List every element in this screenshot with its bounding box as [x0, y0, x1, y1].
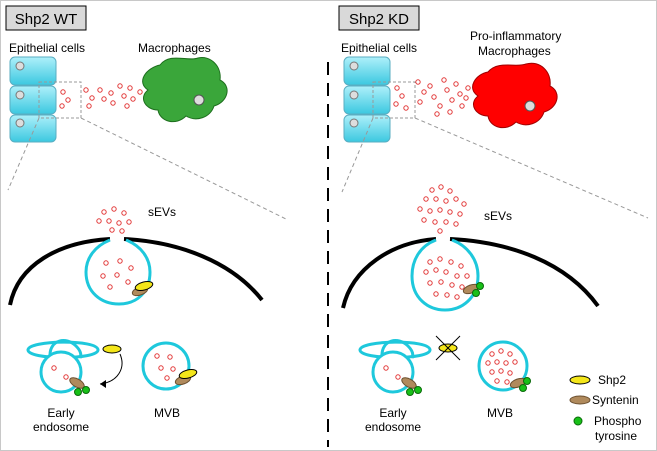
legend-syntenin-swatch	[569, 395, 591, 405]
macrophages-label-kd-1: Pro-inflammatory	[470, 29, 561, 43]
legend: Shp2 Syntenin Phospho tyrosine	[569, 373, 642, 443]
sevs-label-wt: sEVs	[148, 205, 176, 219]
fusing-mvb-wt	[84, 238, 152, 306]
epithelial-cells-wt	[9, 56, 57, 143]
macrophage-wt	[142, 57, 228, 123]
recruitment-arrow-wt	[99, 353, 123, 385]
macrophage-nucleus-wt	[193, 94, 205, 106]
macrophage-nucleus-kd	[524, 100, 536, 112]
mvb-kd	[477, 340, 531, 392]
plasma-membrane-wt	[8, 237, 111, 306]
panel-title-kd: Shp2 KD	[349, 11, 409, 28]
sevs-label-kd: sEVs	[484, 209, 512, 223]
title-box-kd	[338, 5, 420, 31]
mvb-label-wt: MVB	[154, 406, 180, 420]
legend-phospho-label-1: Phospho	[594, 414, 642, 428]
sevs-cluster-wt	[96, 206, 132, 234]
epithelial-cells-label-wt: Epithelial cells	[9, 41, 85, 55]
early-endosome-wt	[26, 339, 100, 396]
legend-phospho-label-2: tyrosine	[595, 429, 637, 443]
sevs-cluster-kd	[417, 184, 467, 234]
shp2-knockdown-cross	[435, 335, 461, 361]
panel-shp2-kd: Shp2 KD Epithelial cells Pro-inflammator…	[338, 5, 649, 434]
panel-shp2-wt: Shp2 WT Epithelial cells Macrophages	[5, 5, 289, 434]
epithelial-cells-label-kd: Epithelial cells	[341, 41, 417, 55]
early-endosome-label-kd-1: Early	[379, 406, 406, 420]
title-box-wt	[5, 5, 87, 31]
legend-shp2-label: Shp2	[598, 373, 626, 387]
fusing-mvb-kd	[410, 238, 480, 312]
vesicle-stream-wt	[59, 83, 143, 109]
legend-phospho-swatch	[573, 416, 583, 426]
macrophages-label-wt: Macrophages	[138, 41, 211, 55]
early-endosome-kd	[358, 339, 432, 396]
early-endosome-label-kd-2: endosome	[365, 420, 421, 434]
zoom-box-kd	[372, 81, 416, 119]
macrophage-kd	[472, 62, 558, 129]
plasma-membrane-kd	[341, 237, 437, 309]
shp2-wt-free	[102, 344, 122, 354]
panel-title-wt: Shp2 WT	[15, 11, 78, 28]
mvb-wt	[141, 341, 198, 391]
shp2-wt-fusing	[134, 280, 154, 292]
epithelial-cells-kd	[343, 56, 391, 143]
macrophages-label-kd-2: Macrophages	[478, 44, 551, 58]
vesicle-stream-kd	[393, 77, 471, 117]
early-endosome-label-wt-1: Early	[47, 406, 74, 420]
legend-shp2-swatch	[569, 375, 591, 385]
early-endosome-label-wt-2: endosome	[33, 420, 89, 434]
mvb-label-kd: MVB	[487, 406, 513, 420]
zoom-box-wt	[38, 81, 82, 119]
legend-syntenin-label: Syntenin	[592, 393, 639, 407]
